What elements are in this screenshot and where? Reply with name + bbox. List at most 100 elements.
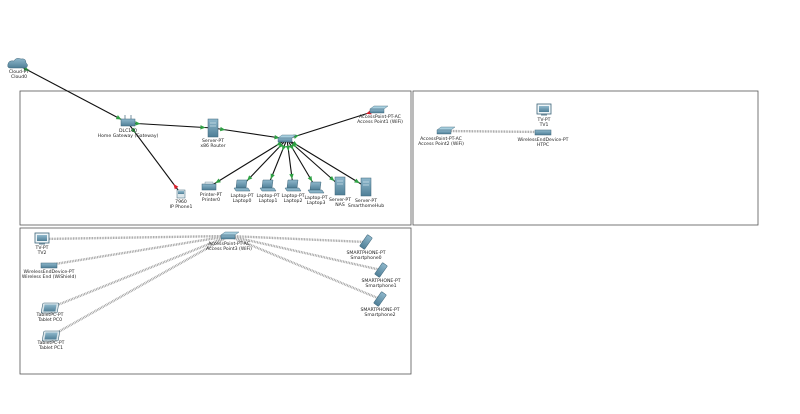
server-icon (207, 118, 219, 138)
device-type-label: DLC100 (119, 128, 137, 134)
wireless-link (41, 234, 230, 241)
device-type-label: Server-PT (202, 138, 224, 144)
device-type-label: SMARTPHONE-PT (360, 307, 399, 313)
link-up-indicator (219, 126, 226, 132)
cable-link[interactable] (127, 122, 182, 195)
device-type-label: Laptop-PT (281, 193, 304, 199)
cable-link[interactable] (208, 138, 288, 188)
device-name-label: Smartphone1 (365, 283, 396, 289)
device-type-label: SMARTPHONE-PT (361, 278, 400, 284)
cable-link[interactable] (286, 138, 367, 188)
wireless-end-device-icon (534, 129, 552, 136)
device-name-label: TV2 (37, 250, 47, 256)
link-up-indicator (247, 175, 253, 181)
device-name-label: TV1 (539, 122, 549, 128)
device-name-label: IP Phone1 (170, 204, 193, 210)
device-name-label: Cloud0 (11, 74, 27, 80)
tv-icon (536, 103, 552, 116)
tv-icon (34, 232, 50, 245)
smartphone-icon (374, 262, 388, 278)
device-name-label: Laptop2 (284, 198, 303, 204)
device-type-label: TabletPC-PT (37, 340, 65, 346)
device-type-label: 7960 (175, 199, 187, 205)
link-up-indicator (329, 175, 335, 182)
smartphone-icon (373, 291, 387, 307)
link-up-indicator (285, 145, 291, 151)
link-up-indicator (135, 121, 141, 126)
home-gateway-icon (120, 115, 136, 127)
link-up-indicator (23, 66, 30, 71)
printer-icon (201, 181, 217, 191)
wireless-link (50, 234, 230, 338)
wireless-end-device-icon (40, 262, 58, 269)
link-up-indicator (215, 178, 221, 184)
link-up-indicator (130, 127, 136, 134)
link-up-indicator (115, 115, 122, 120)
wireless-link (444, 129, 544, 134)
link-up-indicator (354, 178, 360, 184)
device-type-label: Laptop-PT (304, 195, 327, 201)
laptop-icon (259, 179, 277, 192)
device-type-label: TV-PT (35, 245, 49, 251)
device-name-label: Laptop3 (307, 200, 326, 206)
device-name-label: x86 Router (200, 143, 225, 149)
laptop-icon (233, 179, 251, 192)
server-icon (360, 177, 372, 197)
device-name-label: Access Point3 (WiFi) (206, 246, 252, 252)
wireless-link (228, 234, 381, 301)
cable-link[interactable] (17, 64, 129, 124)
ip-phone-icon (176, 189, 186, 199)
tablet-icon (40, 302, 60, 314)
home-network-area (19, 90, 412, 226)
device-name-label: Home Gateway (Gateway) (98, 133, 159, 139)
device-type-label: WirelessEndDevice-PT (518, 137, 569, 143)
smartphone-icon (359, 234, 373, 250)
wireless-link (228, 234, 367, 244)
device-type-label: Laptop-PT (256, 193, 279, 199)
laptop-icon (307, 181, 325, 194)
device-type-label: Laptop-PT (230, 193, 253, 199)
device-type-label: SMARTPHONE-PT (346, 250, 385, 256)
device-name-label: Smartphone2 (364, 312, 395, 318)
cable-link[interactable] (127, 122, 214, 129)
device-type-label: TV-PT (537, 117, 551, 123)
laptop-icon (284, 179, 302, 192)
link-up-indicator (282, 145, 287, 151)
device-name-label: Access Point1 (WiFi) (357, 119, 403, 125)
cable-link[interactable] (286, 109, 379, 140)
link-up-indicator (200, 125, 206, 130)
device-name-label: Access Point2 (WiFi) (418, 141, 464, 147)
device-type-label: AccessPoint-PT-AC (359, 114, 401, 120)
device-name-label: Tablet PC0 (37, 317, 62, 323)
device-type-label: Server-PT (329, 197, 351, 203)
tablet-icon (41, 330, 61, 342)
access-point-icon (369, 105, 389, 114)
switch0-device[interactable] (277, 134, 297, 143)
device-type-label: Printer-PT (200, 192, 222, 198)
links-layer (17, 64, 544, 338)
